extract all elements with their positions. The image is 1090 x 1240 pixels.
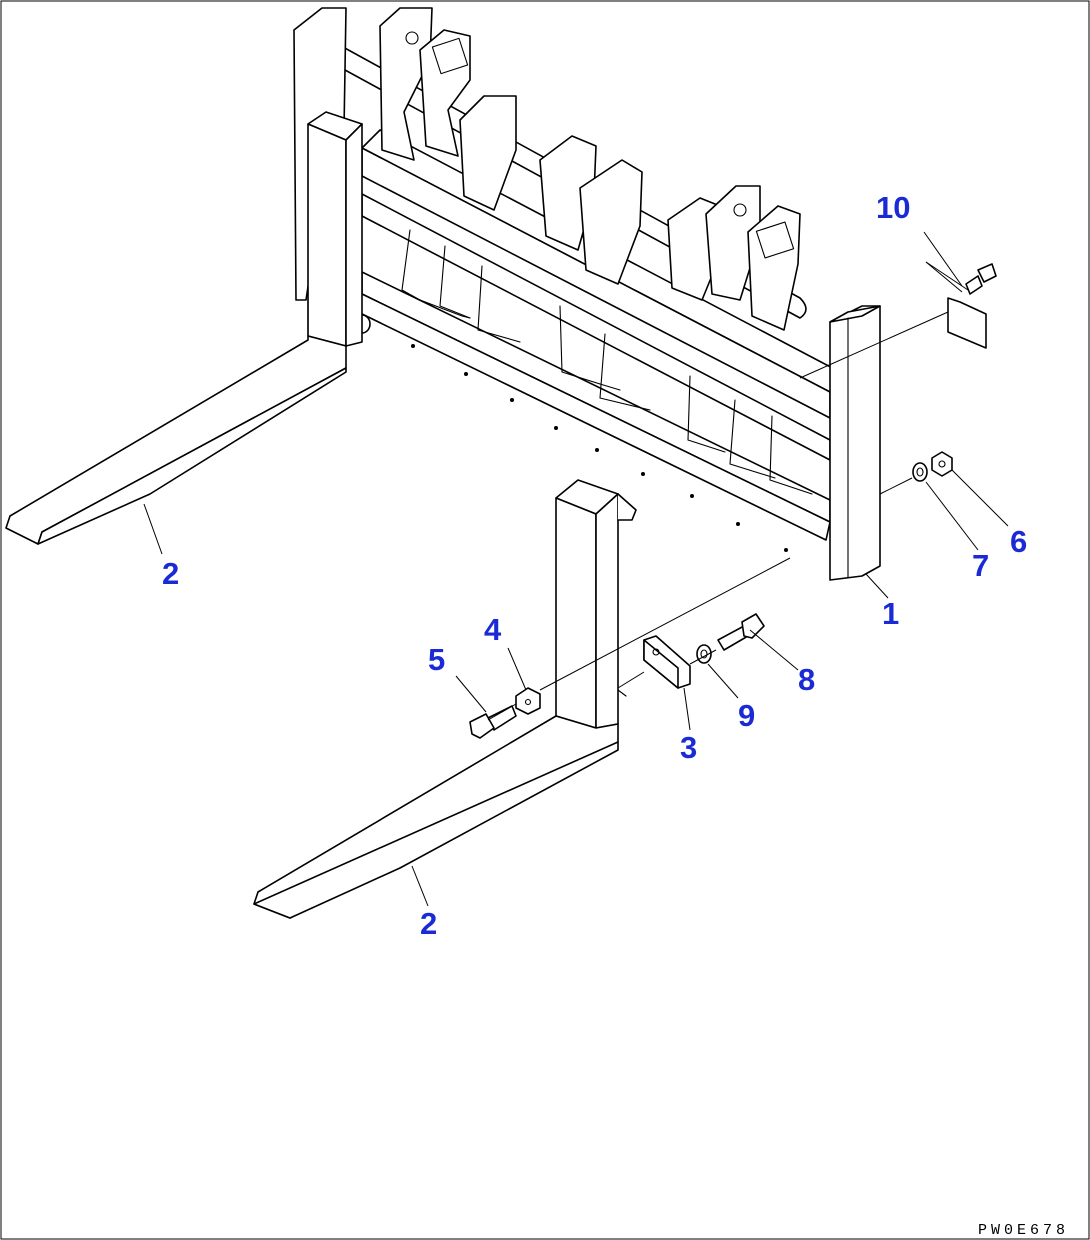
callout-5: 5 bbox=[428, 642, 445, 677]
retaining-plate bbox=[643, 635, 691, 689]
callout-2-left: 2 bbox=[162, 556, 179, 591]
callout-3: 3 bbox=[680, 730, 697, 765]
callout-10: 10 bbox=[876, 190, 910, 225]
callout-4: 4 bbox=[484, 612, 502, 647]
stopper-block bbox=[515, 687, 541, 715]
callout-7: 7 bbox=[972, 548, 989, 583]
callout-1: 1 bbox=[882, 596, 899, 631]
callout-6: 6 bbox=[1010, 524, 1027, 559]
callout-8: 8 bbox=[798, 662, 815, 697]
washer-7 bbox=[912, 462, 928, 482]
assembly-lines bbox=[487, 261, 969, 721]
rivet-row bbox=[411, 344, 788, 552]
bolt-5 bbox=[469, 705, 517, 739]
fork-right bbox=[253, 479, 637, 919]
drawing-code: PW0E678 bbox=[978, 1222, 1069, 1239]
nut-6 bbox=[931, 451, 953, 477]
nameplate bbox=[947, 297, 987, 349]
hook-plates bbox=[379, 7, 801, 331]
callout-9: 9 bbox=[738, 698, 755, 733]
carriage-frame bbox=[293, 7, 881, 581]
bolt-8 bbox=[717, 613, 765, 651]
frame-ribs bbox=[401, 229, 813, 495]
callout-leaders bbox=[143, 231, 1009, 907]
fork-left bbox=[5, 111, 363, 545]
callouts: 1 2 2 3 4 5 6 7 8 9 10 bbox=[162, 190, 1027, 941]
callout-2-right: 2 bbox=[420, 906, 437, 941]
grease-fitting-10 bbox=[965, 263, 997, 295]
